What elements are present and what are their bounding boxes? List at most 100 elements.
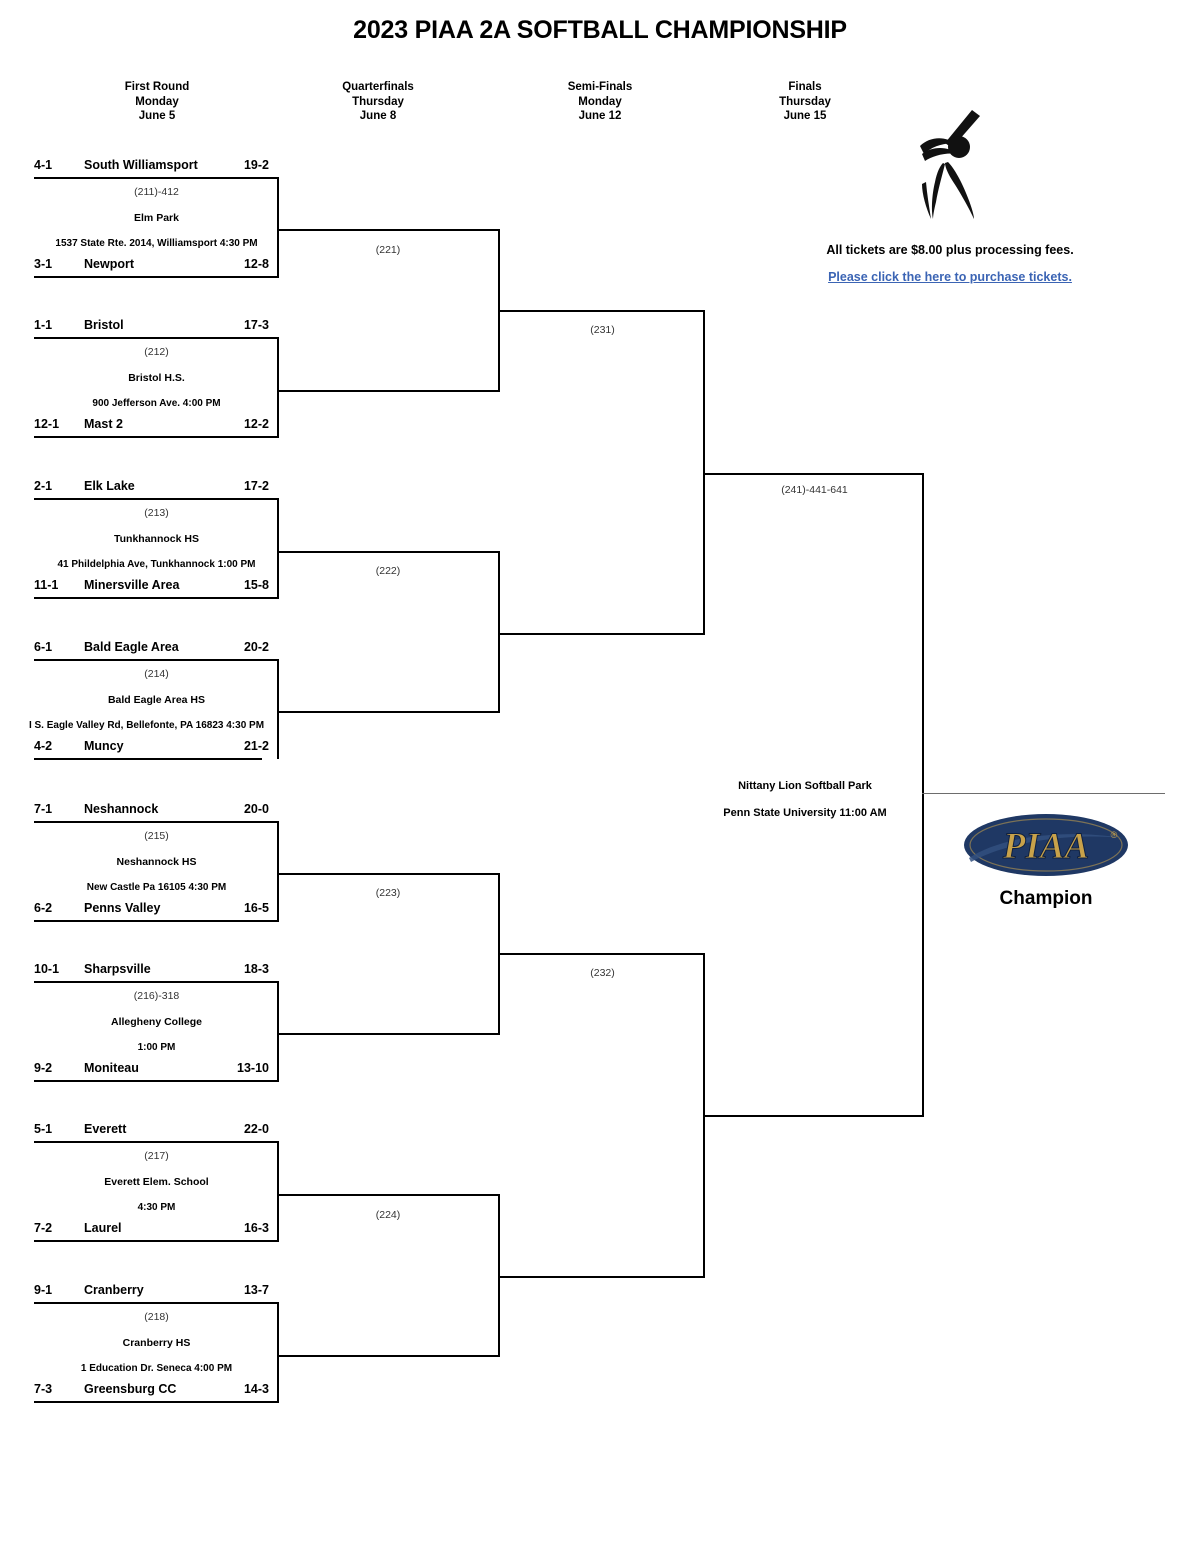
game-meta: (217) Everett Elem. School 4:30 PM	[34, 1143, 279, 1221]
team-seed: 4-1	[34, 158, 53, 172]
bracket-line	[277, 1355, 499, 1357]
bracket-line	[277, 390, 499, 392]
final-venue: Nittany Lion Softball Park	[738, 780, 872, 792]
team-row: 7-1 Neshannock 20-0	[34, 802, 279, 821]
bracket-line	[498, 310, 704, 312]
game-number: (211)-412	[134, 186, 179, 198]
team-name: Minersville Area	[84, 578, 180, 592]
bracket-line	[498, 551, 500, 713]
divider	[34, 337, 279, 339]
first-round-game-8[interactable]: 9-1 Cranberry 13-7 (218) Cranberry HS 1 …	[34, 1283, 279, 1403]
divider	[34, 597, 279, 599]
team-record: 12-8	[243, 257, 269, 271]
team-row: 4-1 South Williamsport 19-2	[34, 158, 279, 177]
game-number: (215)	[144, 830, 169, 842]
team-seed: 9-2	[34, 1061, 53, 1075]
batter-icon	[912, 106, 1008, 222]
game-meta: (215) Neshannock HS New Castle Pa 16105 …	[34, 823, 279, 901]
semifinal-game-number: (231)	[590, 324, 615, 336]
round-header-semifinals: Semi-Finals Monday June 12	[510, 80, 690, 124]
divider	[34, 276, 279, 278]
semifinal-game-number: (232)	[590, 967, 615, 979]
bracket-line	[277, 873, 499, 875]
game-number: (214)	[144, 668, 169, 680]
bracket-line	[277, 982, 279, 1081]
round-header-quarterfinals: Quarterfinals Thursday June 8	[288, 80, 468, 124]
first-round-game-1[interactable]: 4-1 South Williamsport 19-2 (211)-412 El…	[34, 158, 279, 278]
divider	[34, 498, 279, 500]
team-row: 11-1 Minersville Area 15-8	[34, 578, 279, 597]
divider	[34, 1302, 279, 1304]
team-record: 16-5	[243, 901, 269, 915]
divider	[34, 1240, 279, 1242]
team-seed: 6-1	[34, 640, 53, 654]
team-seed: 3-1	[34, 257, 53, 271]
game-venue: Tunkhannock HS	[114, 533, 199, 545]
game-number: (213)	[144, 507, 169, 519]
bracket-line	[498, 953, 704, 955]
team-row: 7-3 Greensburg CC 14-3	[34, 1382, 279, 1401]
divider	[34, 1401, 279, 1403]
team-record: 16-3	[243, 1221, 269, 1235]
round-date: June 5	[138, 110, 176, 123]
team-row: 4-2 Muncy 21-2	[34, 739, 279, 758]
first-round-game-6[interactable]: 10-1 Sharpsville 18-3 (216)-318 Alleghen…	[34, 962, 279, 1082]
piaa-logo-text: PIAA	[1002, 826, 1089, 867]
divider	[34, 821, 279, 823]
first-round-game-7[interactable]: 5-1 Everett 22-0 (217) Everett Elem. Sch…	[34, 1122, 279, 1242]
team-record: 15-8	[243, 578, 269, 592]
bracket-line	[498, 633, 704, 635]
bracket-line	[277, 660, 279, 759]
bracket-line	[277, 711, 499, 713]
divider	[34, 436, 279, 438]
quarterfinal-game-number: (221)	[375, 244, 401, 256]
game-meta: (218) Cranberry HS 1 Education Dr. Senec…	[34, 1304, 279, 1382]
bracket-line	[498, 1194, 500, 1357]
game-number: (217)	[144, 1150, 169, 1162]
team-seed: 6-2	[34, 901, 53, 915]
team-row: 1-1 Bristol 17-3	[34, 318, 279, 337]
bracket-line	[703, 310, 705, 635]
champion-label: Champion	[999, 888, 1093, 909]
team-seed: 12-1	[34, 417, 60, 431]
bracket-line	[277, 1194, 499, 1196]
bracket-line	[277, 229, 499, 231]
round-day: Thursday	[352, 95, 404, 108]
team-name: Greensburg CC	[84, 1382, 177, 1396]
first-round-game-2[interactable]: 1-1 Bristol 17-3 (212) Bristol H.S. 900 …	[34, 318, 279, 438]
team-name: South Williamsport	[84, 158, 198, 172]
quarterfinal-game-number: (222)	[375, 565, 401, 577]
game-venue: Allegheny College	[110, 1016, 203, 1028]
bracket-line	[277, 338, 279, 437]
page-title: 2023 PIAA 2A SOFTBALL CHAMPIONSHIP	[353, 16, 847, 44]
round-name: Quarterfinals	[342, 81, 414, 93]
team-record: 17-3	[243, 318, 269, 332]
round-date: June 12	[578, 110, 622, 123]
game-venue: Bald Eagle Area HS	[107, 694, 206, 706]
team-record: 13-10	[237, 1061, 269, 1075]
game-meta: (212) Bristol H.S. 900 Jefferson Ave. 4:…	[34, 339, 279, 417]
final-game-number: (241)-441-641	[781, 484, 848, 496]
first-round-game-5[interactable]: 7-1 Neshannock 20-0 (215) Neshannock HS …	[34, 802, 279, 922]
team-seed: 10-1	[34, 962, 60, 976]
team-record: 19-2	[243, 158, 269, 172]
team-name: Sharpsville	[84, 962, 151, 976]
team-seed: 7-1	[34, 802, 53, 816]
registered-trademark-icon: ®	[1111, 830, 1118, 840]
final-address: Penn State University 11:00 AM	[723, 807, 887, 819]
first-round-game-4[interactable]: 6-1 Bald Eagle Area 20-2 (214) Bald Eagl…	[29, 640, 279, 760]
team-row: 2-1 Elk Lake 17-2	[34, 479, 279, 498]
purchase-tickets-link[interactable]: Please click the here to purchase ticket…	[828, 270, 1072, 284]
team-row: 7-2 Laurel 16-3	[34, 1221, 279, 1240]
first-round-game-3[interactable]: 2-1 Elk Lake 17-2 (213) Tunkhannock HS 4…	[34, 479, 279, 599]
team-record: 18-3	[243, 962, 269, 976]
game-meta: (216)-318 Allegheny College 1:00 PM	[34, 983, 279, 1061]
divider	[34, 981, 279, 983]
team-row: 6-2 Penns Valley 16-5	[34, 901, 279, 920]
team-record: 21-2	[243, 739, 269, 753]
divider	[34, 920, 279, 922]
team-row: 10-1 Sharpsville 18-3	[34, 962, 279, 981]
team-name: Moniteau	[84, 1061, 139, 1075]
team-name: Cranberry	[84, 1283, 144, 1297]
